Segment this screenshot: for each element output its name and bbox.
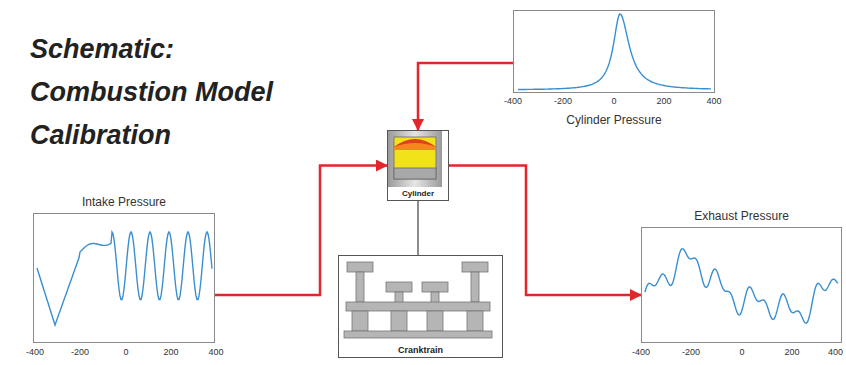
axis-tick: 0	[123, 347, 128, 357]
axis-tick: -400	[504, 96, 522, 106]
plot-title: Cylinder Pressure	[566, 113, 661, 127]
axis-tick: -200	[682, 347, 700, 357]
axis-tick: 200	[784, 347, 799, 357]
exhaust-pressure-curve	[645, 249, 838, 324]
axis-tick: 200	[163, 347, 178, 357]
axis-tick: 0	[739, 347, 744, 357]
flow-arrow	[449, 166, 641, 296]
link-line	[417, 201, 419, 255]
cylinder-icon	[388, 131, 442, 187]
plot-frame: Intake Pressure	[33, 213, 215, 343]
plot-frame: Exhaust Pressure	[641, 227, 842, 343]
axis-tick: 400	[828, 347, 843, 357]
flow-arrow	[215, 166, 387, 296]
plot-title: Intake Pressure	[82, 195, 166, 209]
cylinder-block: Cylinder	[387, 130, 449, 201]
cylinder-pressure-curve	[518, 14, 711, 90]
diagram-title: Schematic: Combustion Model Calibration	[30, 28, 292, 157]
intake-pressure-curve	[37, 232, 212, 325]
axis-tick: -200	[554, 96, 572, 106]
block-label: Cylinder	[388, 189, 448, 198]
axis-tick: 200	[656, 96, 671, 106]
cranktrain-block: Cranktrain	[338, 255, 503, 358]
axis-tick: 0	[611, 96, 616, 106]
axis-tick: -400	[632, 347, 650, 357]
axis-tick: 400	[706, 96, 721, 106]
axis-tick: 400	[208, 347, 223, 357]
cranktrain-icon	[344, 262, 492, 338]
axis-tick: -400	[26, 347, 44, 357]
axis-tick: -200	[71, 347, 89, 357]
block-label: Cranktrain	[339, 345, 502, 355]
plot-frame: Cylinder Pressure	[513, 10, 715, 93]
flow-arrow	[418, 63, 513, 130]
plot-title: Exhaust Pressure	[694, 209, 789, 223]
